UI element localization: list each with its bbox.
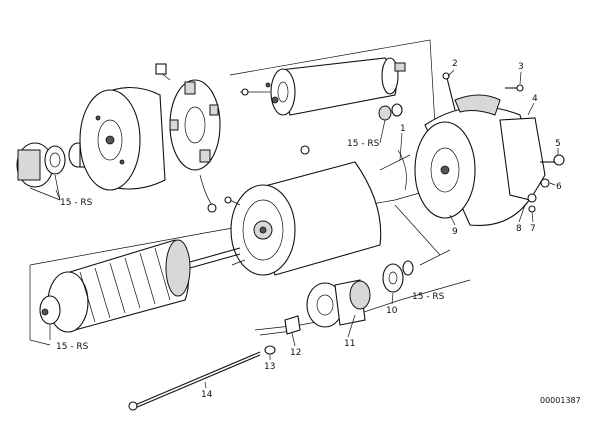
callout-4: 4 [532, 94, 538, 104]
callout-14: 14 [201, 390, 213, 400]
diagram-reference-number: 00001387 [540, 396, 581, 405]
callout-11: 11 [344, 339, 355, 349]
callout-10: 10 [386, 306, 398, 316]
leader-lines [49, 69, 559, 389]
callout-6: 6 [556, 182, 562, 192]
commutator-end-housing [79, 87, 166, 191]
callout-15-rs-armature: 15 - RS [56, 342, 89, 352]
fasteners [442, 72, 565, 213]
callout-12: 12 [290, 348, 301, 358]
callout-5: 5 [555, 139, 561, 149]
solenoid-switch [240, 57, 406, 116]
brush-plate [155, 63, 221, 213]
callout-9: 9 [452, 227, 458, 237]
callout-15-rs-solenoid: 15 - RS [347, 139, 380, 149]
stator-yoke-housing [224, 161, 382, 276]
callout-8: 8 [516, 224, 522, 234]
drive-end-housing [379, 94, 546, 226]
pinion-drive [264, 260, 414, 355]
callout-15-rs-pinion: 15 - RS [412, 292, 445, 302]
plunger-parts [300, 103, 403, 155]
callout-13: 13 [264, 362, 275, 372]
callout-1: 1 [400, 124, 406, 134]
callout-3: 3 [518, 62, 524, 72]
callout-15-rs-brush: 15 - RS [60, 198, 93, 208]
armature [39, 239, 241, 333]
through-bolt [128, 351, 261, 411]
callout-7: 7 [530, 224, 536, 234]
callout-labels: 1 2 3 4 5 6 7 8 9 10 11 12 13 14 15 - RS… [56, 59, 562, 400]
callout-2: 2 [452, 59, 458, 69]
